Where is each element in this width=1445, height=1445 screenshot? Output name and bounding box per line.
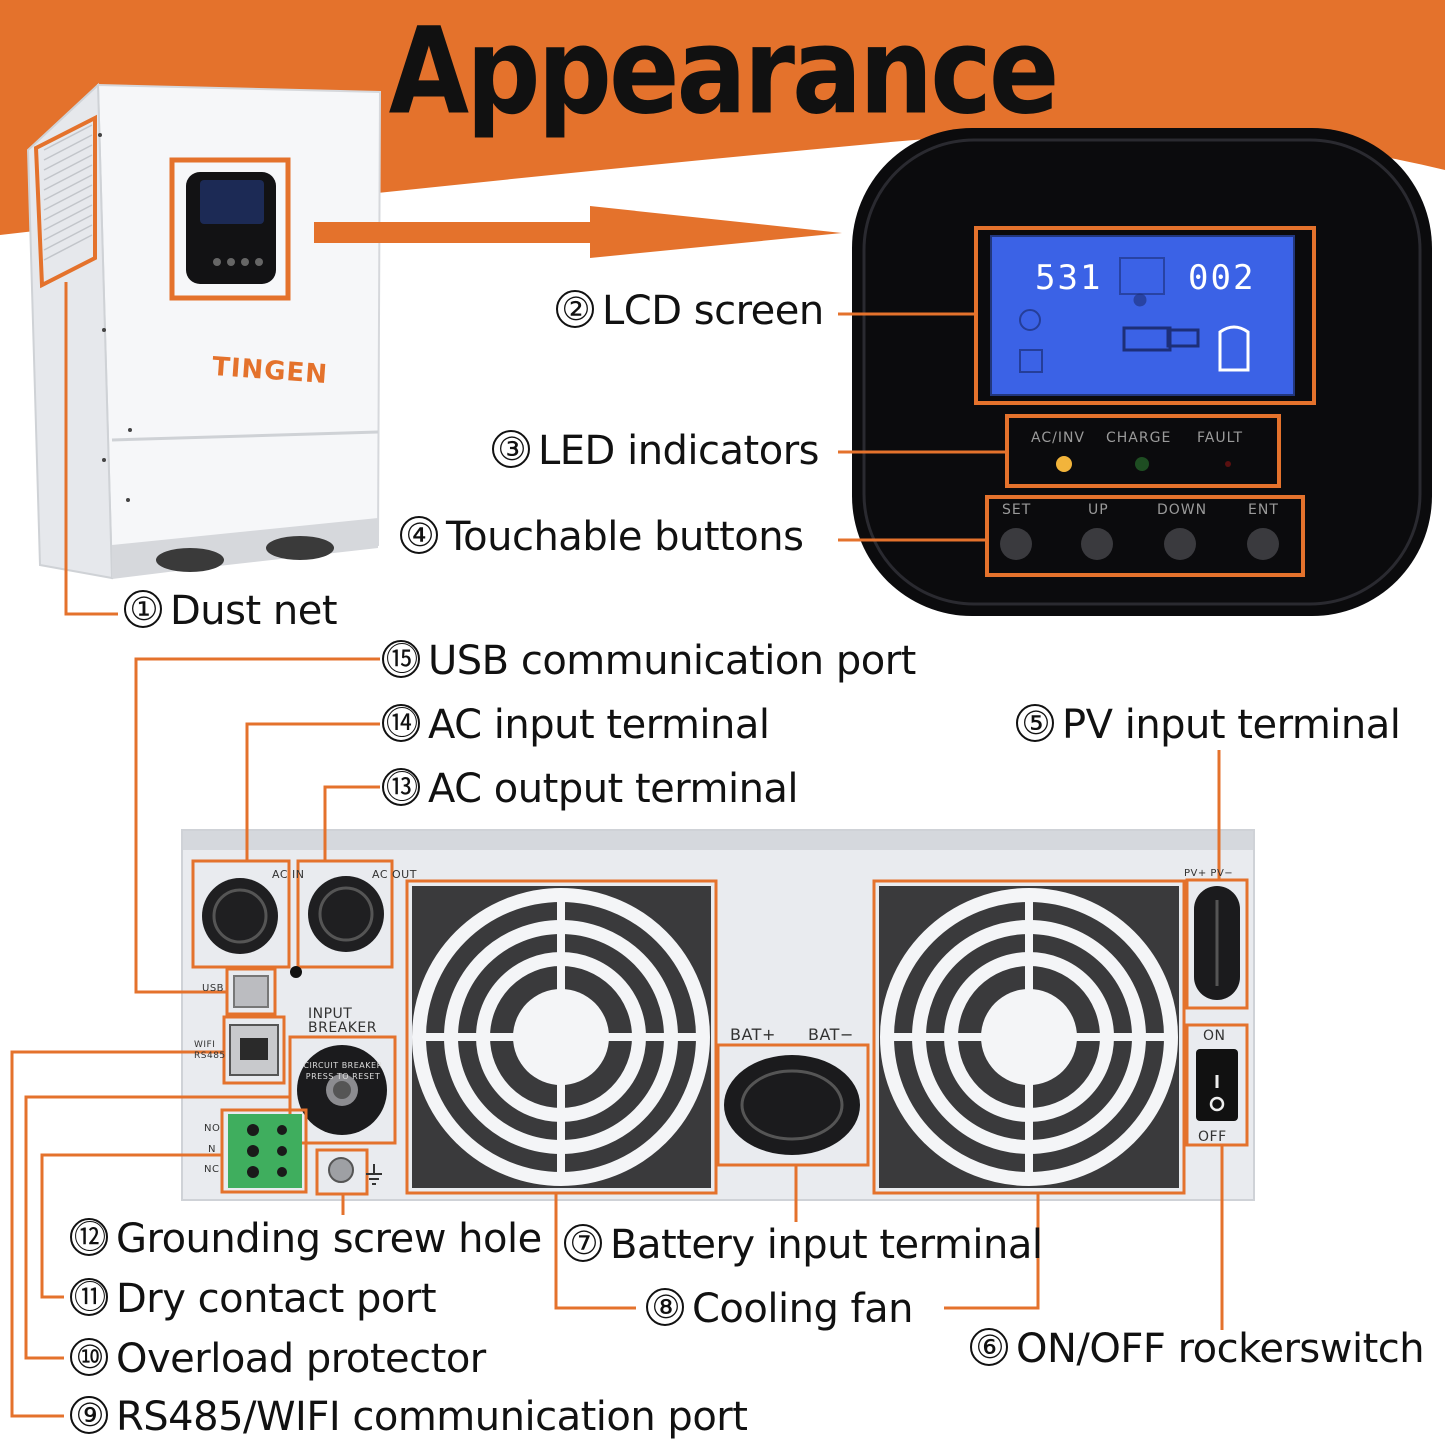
led-ac-inv (1056, 456, 1072, 472)
rs485-highlight (222, 1015, 286, 1085)
zoom-arrow (314, 206, 842, 258)
led-charge (1135, 457, 1149, 471)
ac-in-highlight (191, 859, 291, 969)
button-label-set: SET (1002, 502, 1032, 518)
breaker-ring-label: CIRCUIT BREAKER PRESS TO RESET (303, 1061, 383, 1081)
usb-label: USB (202, 983, 225, 994)
inverter-front-image (26, 82, 382, 580)
dry-contact-highlight (220, 1108, 308, 1194)
breaker-highlight (288, 1035, 397, 1145)
fan-right-highlight (872, 879, 1186, 1195)
lcd-left-reading: 531 (1035, 258, 1103, 298)
led-label-fault: FAULT (1197, 430, 1244, 446)
switch-on-label: ON (1203, 1028, 1226, 1044)
wifi-rs485-label: WIFI RS485 (194, 1040, 226, 1061)
input-breaker-label: INPUT BREAKER (308, 1006, 378, 1036)
button-ent (1247, 528, 1279, 560)
switch-highlight (1185, 1023, 1249, 1147)
ac-out-label: AC OUT (372, 868, 417, 881)
fan-left (412, 886, 711, 1188)
button-label-ent: ENT (1248, 502, 1279, 518)
led-label-charge: CHARGE (1106, 430, 1172, 446)
fan-right (879, 886, 1179, 1188)
button-down (1164, 528, 1196, 560)
ac-in-label: AC IN (272, 868, 305, 881)
battery-highlight (716, 1043, 870, 1167)
bat-minus-label: BAT− (808, 1025, 854, 1044)
page-title: Appearance (388, 0, 1060, 142)
fan-left-highlight (405, 879, 718, 1195)
ac-out-highlight (296, 859, 394, 969)
button-up (1081, 528, 1113, 560)
front-display-highlight (169, 157, 291, 301)
dry-contact-nc: NC (204, 1164, 220, 1175)
rear-panel-image (181, 829, 1255, 1201)
dust-net-highlight (33, 114, 97, 289)
pv-label: PV+ PV− (1184, 868, 1234, 879)
control-panel-image (852, 128, 1432, 616)
dry-contact-no: NO (204, 1123, 221, 1134)
led-fault (1225, 461, 1231, 467)
lcd-right-reading: 002 (1188, 258, 1256, 298)
callout-lines (10, 282, 1224, 1418)
pv-highlight (1185, 878, 1249, 1010)
bat-plus-label: BAT+ (730, 1025, 776, 1044)
button-set (1000, 528, 1032, 560)
button-label-down: DOWN (1157, 502, 1208, 518)
led-label-ac-inv: AC/INV (1031, 430, 1086, 446)
button-label-up: UP (1088, 502, 1109, 518)
switch-off-label: OFF (1198, 1129, 1227, 1145)
buttons-highlight (985, 495, 1305, 577)
dry-contact-n: N (208, 1144, 216, 1155)
